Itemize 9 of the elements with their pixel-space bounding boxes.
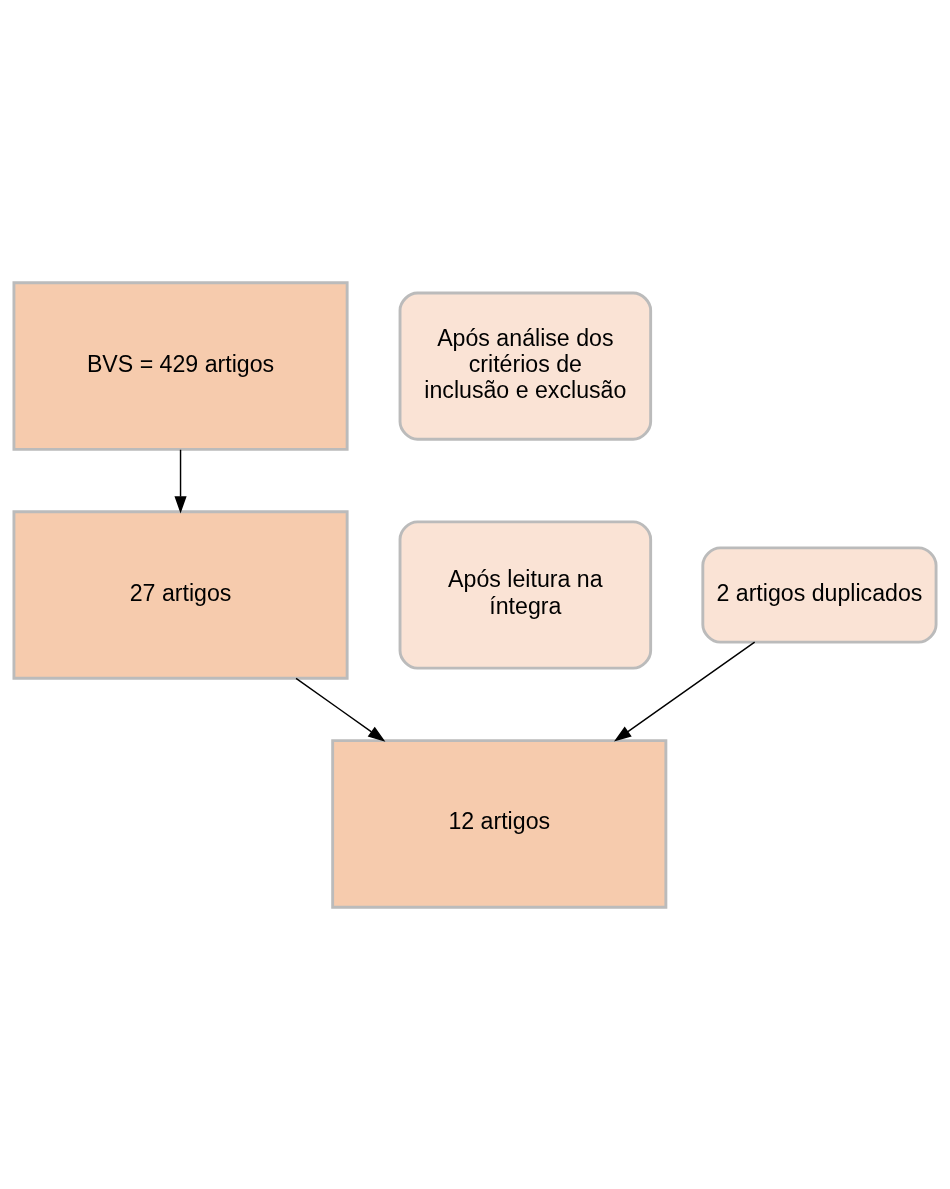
node-box: 12 artigos xyxy=(331,738,668,909)
arrow xyxy=(613,640,756,741)
arrow xyxy=(295,677,386,742)
arrow xyxy=(174,448,187,514)
node-box: BVS = 429 artigos xyxy=(12,280,349,451)
node-box: 2 artigos duplicados xyxy=(701,545,938,644)
node-box: Após análise dos critérios de inclusão e exclusão xyxy=(398,291,653,441)
node-box: 27 artigos xyxy=(12,509,349,680)
node-box: Após leitura na íntegra xyxy=(398,519,653,670)
